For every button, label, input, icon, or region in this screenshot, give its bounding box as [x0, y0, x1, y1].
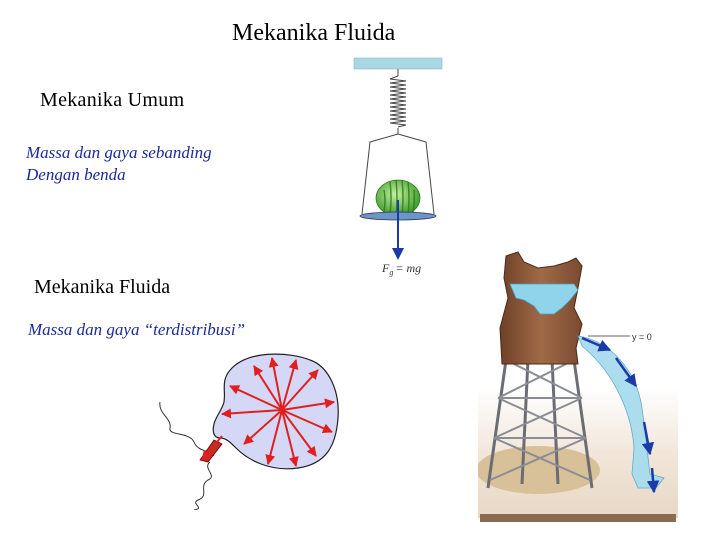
pressure-arrows: [221, 357, 335, 467]
text-line-1: Massa dan gaya sebanding: [26, 143, 212, 162]
grip-tip: [199, 435, 223, 463]
gravity-arrow: [392, 200, 404, 260]
spring-coil: [389, 69, 407, 134]
ground-base: [480, 514, 676, 522]
level-label: y = 0: [632, 332, 652, 342]
section-text-fluid-mechanics: Massa dan gaya “terdistribusi”: [28, 320, 246, 339]
section-heading-fluid-mechanics: Mekanika Fluida: [34, 276, 171, 298]
gravity-label: Fg= mg: [381, 261, 421, 277]
tank-water: [509, 283, 579, 315]
tower-braces: [489, 359, 591, 481]
fluid-blob-figure: [159, 353, 339, 510]
slide-title: Mekanika Fluida: [232, 20, 396, 46]
text-line-2: Dengan benda: [26, 165, 126, 184]
spring-scale-figure: Fg= mg: [353, 57, 443, 277]
ceiling-bar: [353, 57, 443, 70]
tower-legs: [486, 359, 594, 489]
hanger-strings: [361, 133, 435, 215]
fluid-blob: [212, 353, 339, 470]
velocity-arrows: [581, 336, 660, 494]
water-tower-figure: y = 0: [478, 251, 678, 522]
dirt-mound: [478, 446, 600, 494]
section-text-general-mechanics: Massa dan gaya sebanding Dengan benda: [26, 142, 212, 186]
section-heading-general-mechanics: Mekanika Umum: [40, 89, 185, 111]
